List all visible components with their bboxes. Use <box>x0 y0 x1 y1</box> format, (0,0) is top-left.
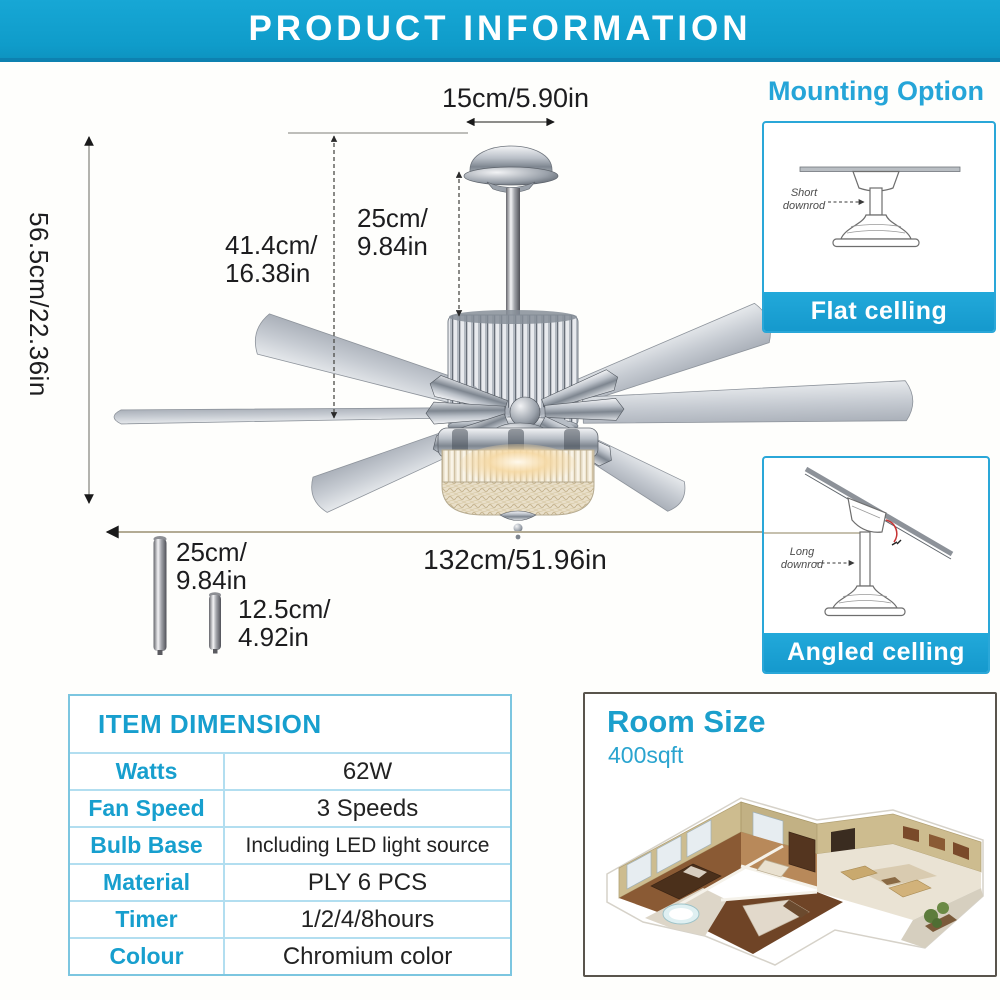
room-size-title: Room Size <box>607 704 766 739</box>
spec-value: 3 Speeds <box>316 794 419 822</box>
room-size-value: 400sqft <box>608 742 684 768</box>
dim-downrod-height: 25cm/ 9.84in <box>357 203 428 261</box>
spec-label: Timer <box>70 902 225 937</box>
mounting-option-angled: Long downrod Angled celling <box>762 456 990 674</box>
table-row: Colour Chromium color <box>70 937 510 974</box>
fan-diagram-illustration <box>84 117 914 655</box>
flat-ceiling-annotation: Short downrod <box>782 187 826 213</box>
canopy <box>463 145 559 193</box>
table-row: Fan Speed 3 Speeds <box>70 789 510 826</box>
item-dimension-table: ITEM DIMENSION Watts 62W Fan Speed 3 Spe… <box>68 694 512 976</box>
mounting-option-title: Mounting Option <box>768 76 984 106</box>
page-title: PRODUCT INFORMATION <box>248 9 752 48</box>
floor-plan-illustration <box>606 797 984 966</box>
room-size-panel: Room Size 400sqft <box>583 692 997 977</box>
downrod <box>506 188 520 320</box>
spec-value: Including LED light source <box>245 833 490 857</box>
dim-downrod-short: 12.5cm/ 4.92in <box>238 594 331 652</box>
spec-value: 62W <box>342 757 393 785</box>
downrod-options <box>153 536 221 655</box>
table-row: Bulb Base Including LED light source <box>70 826 510 863</box>
dim-housing-height: 41.4cm/ 16.38in <box>225 230 318 288</box>
banner: PRODUCT INFORMATION <box>0 0 1000 62</box>
spec-label: Colour <box>70 939 225 974</box>
spec-label: Fan Speed <box>70 791 225 826</box>
table-row: Material PLY 6 PCS <box>70 863 510 900</box>
spec-label: Bulb Base <box>70 828 225 863</box>
spec-label: Material <box>70 865 225 900</box>
angled-ceiling-caption: Angled celling <box>764 633 988 672</box>
spec-label: Watts <box>70 754 225 789</box>
dim-canopy-width: 15cm/5.90in <box>441 83 590 113</box>
mounting-option-flat: Short downrod Flat celling <box>762 121 996 333</box>
angled-ceiling-annotation: Long downrod <box>780 546 824 572</box>
dim-blade-span: 132cm/51.96in <box>423 544 607 575</box>
flat-ceiling-drawing <box>799 166 961 248</box>
fan-blades <box>113 302 914 513</box>
flat-ceiling-caption: Flat celling <box>764 292 994 331</box>
spec-value: 1/2/4/8hours <box>300 905 435 933</box>
spec-value: Chromium color <box>282 942 453 970</box>
angled-ceiling-drawing <box>764 466 954 617</box>
table-row: Watts 62W <box>70 752 510 789</box>
light-kit <box>437 427 599 540</box>
dimension-lines <box>84 117 858 539</box>
dim-downrod-long: 25cm/ 9.84in <box>176 537 247 595</box>
table-row: Timer 1/2/4/8hours <box>70 900 510 937</box>
table-title: ITEM DIMENSION <box>98 708 322 739</box>
spec-value: PLY 6 PCS <box>307 868 428 896</box>
dim-total-height: 56.5cm/22.36in <box>23 212 54 397</box>
finial <box>499 510 537 521</box>
